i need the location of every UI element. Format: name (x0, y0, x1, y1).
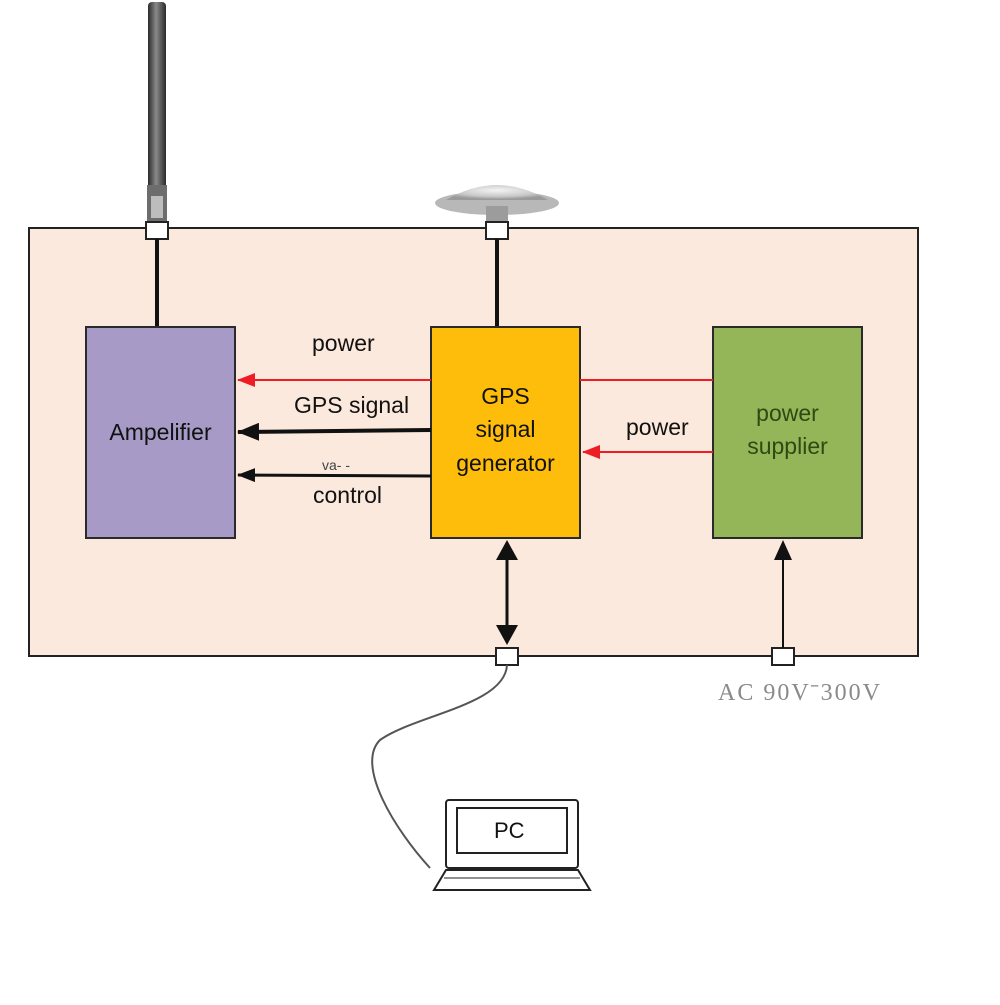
control-label: control (313, 482, 383, 508)
ac-input-arrow (774, 540, 792, 648)
gps-generator-label: GPS signal generator (431, 365, 580, 495)
whip-antenna-icon (147, 2, 167, 223)
pc-link-double-arrow (496, 540, 518, 645)
gps-generator-label-line-1: GPS (481, 382, 530, 409)
gps-antenna-icon (435, 185, 559, 224)
power-to-generator-label: power (626, 414, 689, 440)
pc-label: PC (494, 818, 525, 843)
amplifier-label-text: Ampelifier (109, 418, 212, 445)
ac-input-label: AC 90Vˉ300V (718, 680, 882, 706)
gps-antenna-connector (485, 221, 509, 240)
gps-generator-label-line-2: signal (475, 416, 536, 443)
power-to-amplifier-label: power (312, 330, 375, 356)
gps-signal-generator-block (430, 326, 581, 539)
amplifier-antenna-connector (145, 221, 169, 240)
laptop-pc-icon (432, 799, 592, 891)
ac-input-connector (771, 647, 795, 666)
gps-signal-label: GPS signal (294, 392, 410, 418)
gps-generator-label-line-3: generator (456, 449, 555, 476)
power-supplier-label-line-2: supplier (747, 433, 828, 459)
gps-signal-arrow (237, 422, 432, 441)
amplifier-label: Ampelifier (86, 327, 235, 538)
control-arrow (237, 468, 432, 483)
power-supplier-label-line-1: power (756, 399, 819, 426)
power-supplier-label: power supplier (713, 390, 862, 470)
control-partial-label: va- - (322, 457, 350, 473)
amplifier-block (85, 326, 236, 539)
pc-port-connector (495, 647, 519, 666)
pc-cable (371, 664, 508, 869)
power-supplier-block (712, 326, 863, 539)
